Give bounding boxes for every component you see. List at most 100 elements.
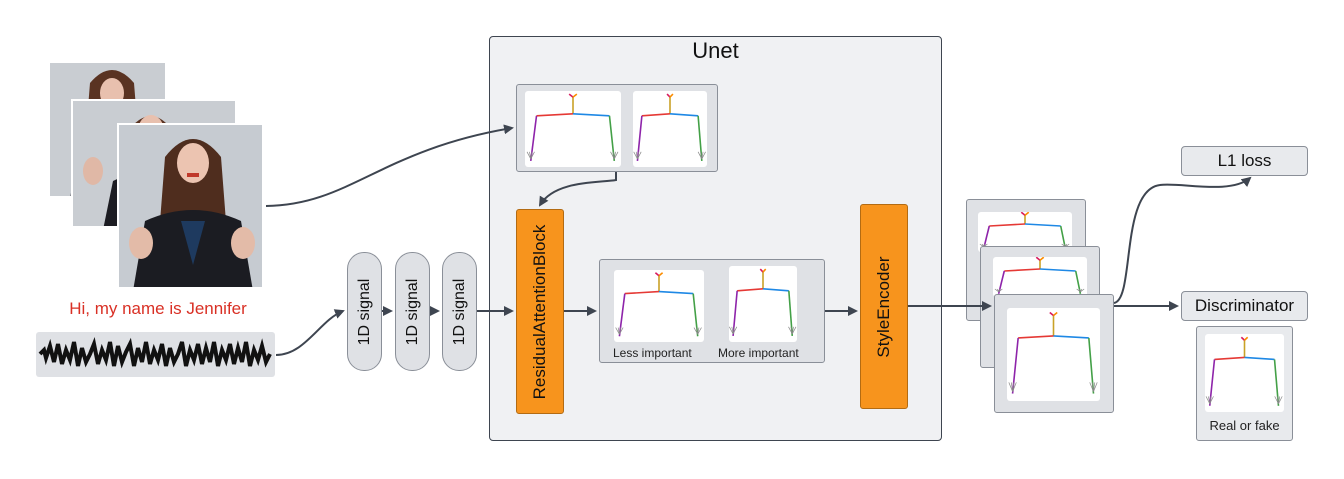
pose-bone <box>1243 336 1249 341</box>
pose-finger <box>633 151 638 160</box>
l1-loss-label: L1 loss <box>1217 151 1272 170</box>
audio-waveform <box>36 332 275 377</box>
speech-transcript: Hi, my name is Jennifer <box>69 299 247 318</box>
pose-finger <box>619 327 621 335</box>
less-important-label: Less important <box>613 346 692 360</box>
pose-finger <box>1205 396 1211 404</box>
pose-finger <box>530 151 533 159</box>
pose-bone <box>624 290 660 295</box>
l1-loss-box: L1 loss <box>1181 146 1308 176</box>
signal-label: 1D signal <box>355 278 373 345</box>
pose-bone <box>641 113 671 117</box>
pose-bone <box>1244 356 1275 361</box>
pose-bone <box>658 290 694 295</box>
pose-finger <box>1278 396 1281 404</box>
signal-block-1: 1D signal <box>347 252 382 371</box>
pose-finger <box>998 288 1003 293</box>
pose-bone <box>1240 336 1246 341</box>
signal-label: 1D signal <box>450 278 468 345</box>
pose-finger <box>530 151 535 160</box>
pose-finger <box>729 326 734 335</box>
pose-finger <box>1012 382 1017 392</box>
pose-finger <box>731 326 734 334</box>
pose-card <box>993 256 1087 297</box>
pose-finger <box>637 151 640 159</box>
pose-bone <box>1035 256 1041 261</box>
pose-bone <box>1020 211 1026 216</box>
pose-finger <box>617 327 620 335</box>
pose-bone <box>1053 335 1089 339</box>
pose-finger <box>994 288 999 293</box>
pose-finger <box>637 151 642 160</box>
pose-finger <box>1209 396 1212 404</box>
pose-finger <box>791 326 794 334</box>
pose-card <box>614 270 704 342</box>
pose-finger <box>610 151 615 160</box>
pose-finger <box>693 327 699 335</box>
pose-finger <box>790 326 793 334</box>
pose-bone <box>1018 335 1054 339</box>
pose-bone <box>762 268 767 273</box>
pose-finger <box>697 327 700 335</box>
real-or-fake-label: Real or fake <box>1209 418 1280 433</box>
pose-finger <box>1278 396 1283 404</box>
pose-bone <box>669 93 674 98</box>
pose-finger <box>788 326 793 335</box>
unet-title: Unet <box>692 38 739 63</box>
pose-bone <box>1039 256 1045 261</box>
pose-bone <box>568 93 574 98</box>
pose-bone <box>1049 311 1055 317</box>
pose-card <box>633 91 707 167</box>
pose-finger <box>1089 382 1094 392</box>
pose-finger <box>1078 288 1081 292</box>
pose-finger <box>1274 396 1279 404</box>
pose-finger <box>615 327 620 335</box>
pose-finger <box>613 151 616 159</box>
pose-bone <box>654 272 660 277</box>
style-encoder-label: StyleEncoder <box>874 255 893 358</box>
pose-bone <box>1039 268 1076 272</box>
pose-finger <box>1093 382 1098 392</box>
pose-card <box>729 266 797 342</box>
pose-finger <box>1080 288 1085 293</box>
arrow-frames-to-pose <box>265 124 514 207</box>
pose-finger <box>1076 288 1081 293</box>
residual-attention-label: ResidualAttentionBlock <box>530 224 549 399</box>
pose-finger <box>635 151 638 159</box>
style-encoder-block: StyleEncoder <box>860 204 908 409</box>
pose-bone <box>737 288 764 292</box>
pose-finger <box>696 327 699 335</box>
pose-finger <box>732 326 735 334</box>
pose-bone <box>572 113 610 117</box>
discriminator-label: Discriminator <box>1194 296 1295 315</box>
pose-finger <box>612 151 615 159</box>
pose-finger <box>1208 396 1211 404</box>
pose-finger <box>1012 382 1015 392</box>
pose-finger <box>697 327 702 335</box>
pose-bone <box>762 288 789 292</box>
input-frame-front <box>117 123 264 289</box>
pose-finger <box>1209 396 1214 404</box>
pose-bone <box>989 223 1026 227</box>
pose-finger <box>1008 382 1013 392</box>
pose-bone <box>1214 356 1245 361</box>
pose-bone <box>658 272 664 277</box>
pose-finger <box>526 151 532 160</box>
pose-card <box>1007 308 1100 401</box>
pose-finger <box>701 151 704 159</box>
pose-bone <box>572 93 578 98</box>
discriminator-box: Discriminator <box>1181 291 1308 321</box>
pose-bone <box>1004 268 1041 272</box>
pose-finger <box>1093 382 1096 392</box>
pose-bone <box>536 113 574 117</box>
pose-finger <box>1091 382 1094 392</box>
pose-finger <box>997 288 999 292</box>
pose-bone <box>788 290 794 336</box>
pose-bone <box>1052 311 1058 317</box>
pose-bone <box>1024 223 1061 227</box>
signal-block-3: 1D signal <box>442 252 477 371</box>
pose-card <box>978 211 1072 252</box>
more-important-label: More important <box>718 346 799 360</box>
pose-bone <box>1024 211 1030 216</box>
pose-finger <box>732 326 738 335</box>
